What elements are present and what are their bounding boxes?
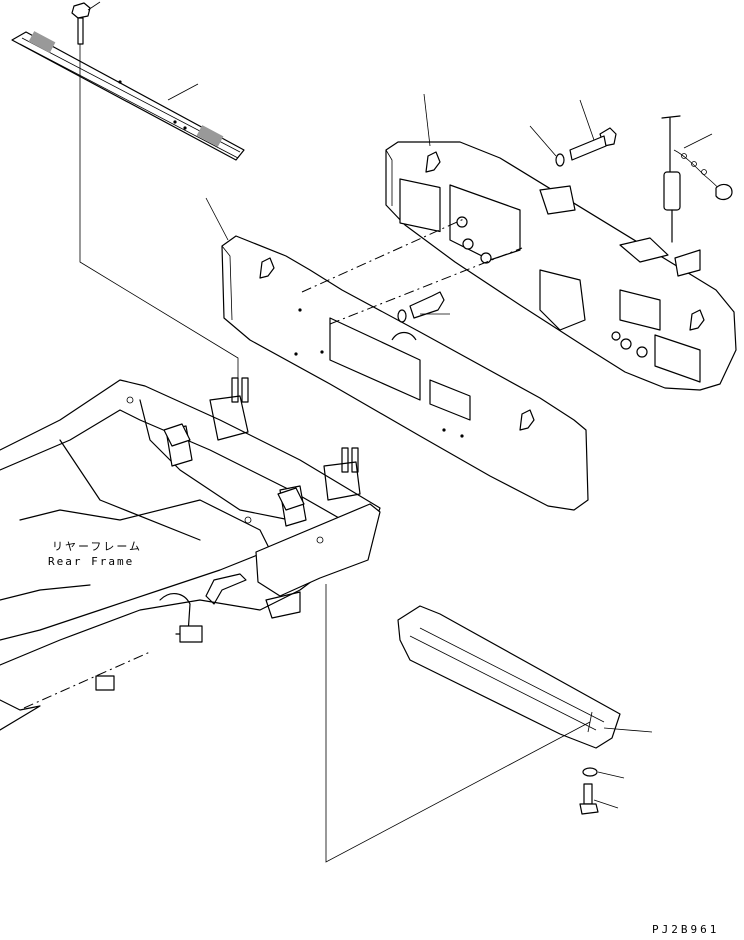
mesh-pad-right <box>196 125 224 147</box>
mesh-pad-left <box>28 31 56 53</box>
alignment-line-1 <box>301 217 467 293</box>
counterweight-bolt-upper <box>529 99 617 167</box>
callout-leader-lock-pin <box>683 133 713 149</box>
callout-leader-washer-lower <box>597 771 625 779</box>
top-cover-plate <box>11 31 245 161</box>
callout-leader-bolt-top <box>87 1 101 11</box>
callout-leader-under-cover <box>603 727 653 733</box>
lock-pin-assembly <box>661 115 733 243</box>
alignment-line-2 <box>329 247 523 325</box>
under-cover <box>397 605 653 749</box>
callout-leader-cover <box>167 83 199 101</box>
callout-leader-counterweight-front <box>205 197 229 241</box>
callout-leader-counterweight-rear <box>423 93 431 147</box>
rear-frame <box>0 377 381 731</box>
drawing-code: PJ2B961 <box>652 923 720 936</box>
callout-leader-bolt-lower <box>593 799 619 809</box>
counterweight-front <box>205 197 589 511</box>
guide-line-cover <box>79 44 239 382</box>
callout-leader-washer-upper <box>529 125 557 157</box>
rear-frame-label-jp: リヤーフレーム <box>52 540 143 553</box>
counterweight-bolt-front <box>397 291 450 323</box>
frame-centerline <box>23 651 151 709</box>
guide-line-under-cover <box>325 584 591 863</box>
counterweight-rear <box>385 93 737 391</box>
callout-leader-bolt-upper <box>579 99 595 141</box>
cover-bolt <box>71 1 101 45</box>
rear-frame-label-en: Rear Frame <box>48 555 135 568</box>
under-cover-fasteners <box>579 767 625 815</box>
